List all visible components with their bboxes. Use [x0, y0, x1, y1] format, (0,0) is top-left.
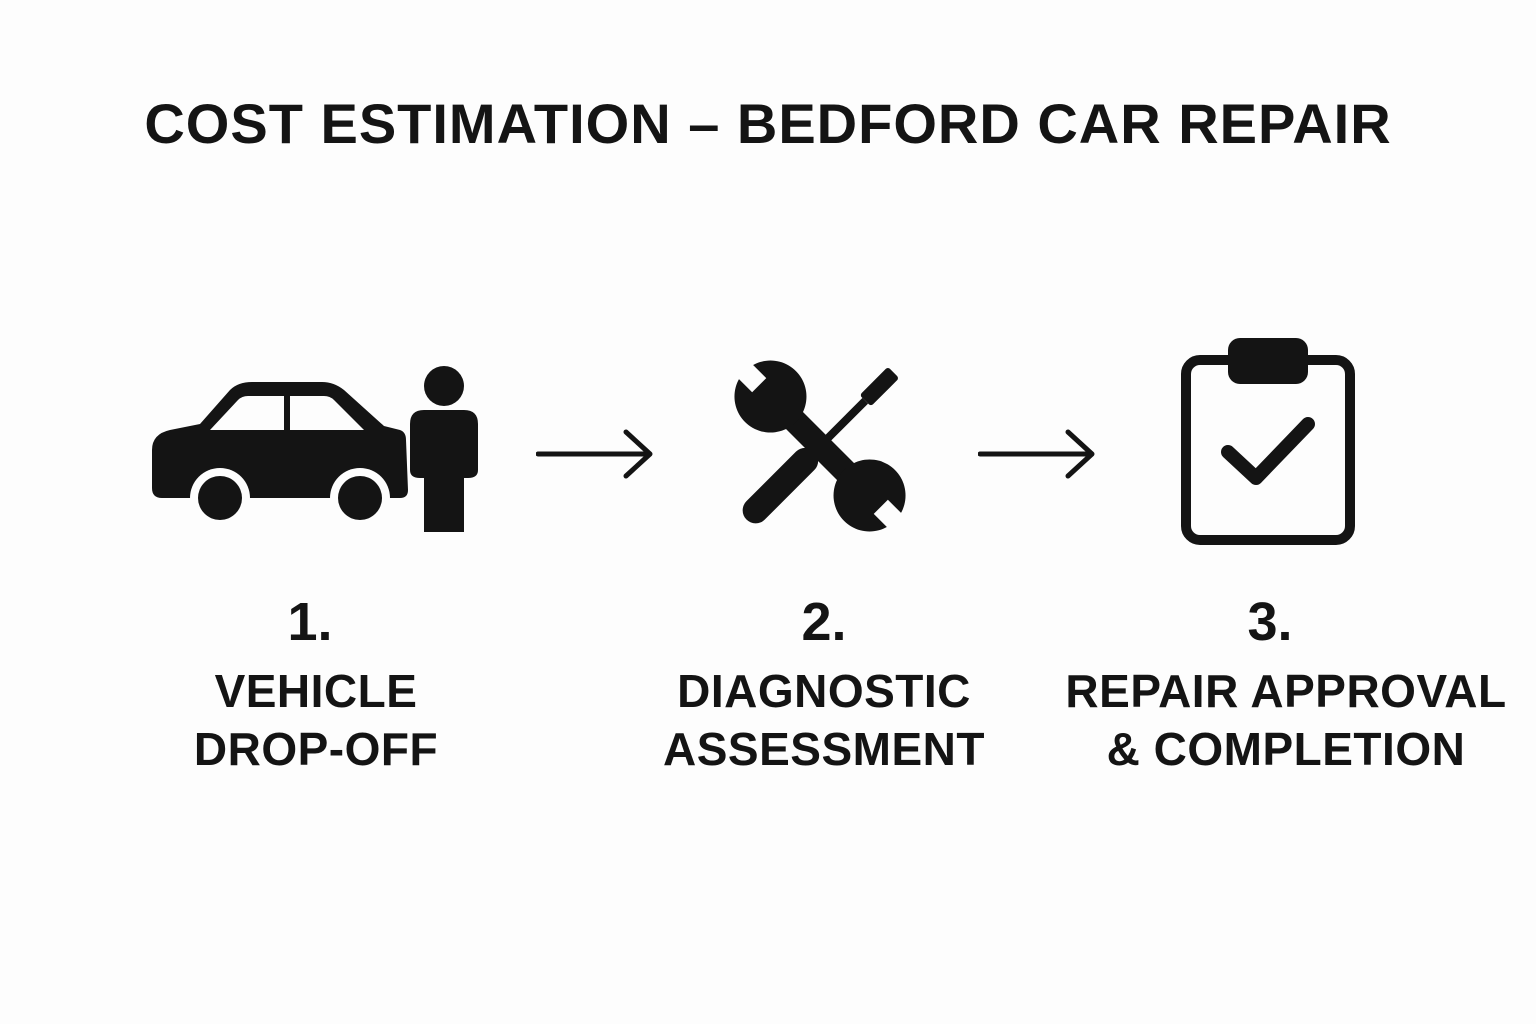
page-title: COST ESTIMATION – BEDFORD CAR REPAIR	[144, 92, 1392, 155]
tools-icon	[720, 346, 920, 546]
step-3-number: 3.	[1247, 592, 1293, 652]
step-2-number: 2.	[801, 592, 847, 652]
step-3-label-line-2: & COMPLETION	[1106, 723, 1466, 775]
car-and-person-icon	[148, 360, 488, 540]
step-1-label-line-2: DROP-OFF	[193, 723, 439, 775]
step-1-label-line-1: VEHICLE	[214, 665, 418, 717]
step-3-label: REPAIR APPROVAL & COMPLETION	[1036, 662, 1536, 778]
clipboard-check-icon	[1180, 336, 1356, 546]
arrow-right-icon	[535, 428, 656, 485]
arrow-right-icon	[977, 428, 1098, 485]
step-2-label-line-1: DIAGNOSTIC	[677, 665, 971, 717]
step-2-label-line-2: ASSESSMENT	[663, 723, 985, 775]
step-2-label: DIAGNOSTIC ASSESSMENT	[574, 662, 1074, 778]
step-1-label: VEHICLE DROP-OFF	[66, 662, 566, 778]
step-1-number: 1.	[287, 592, 333, 652]
step-3-label-line-1: REPAIR APPROVAL	[1065, 665, 1507, 717]
